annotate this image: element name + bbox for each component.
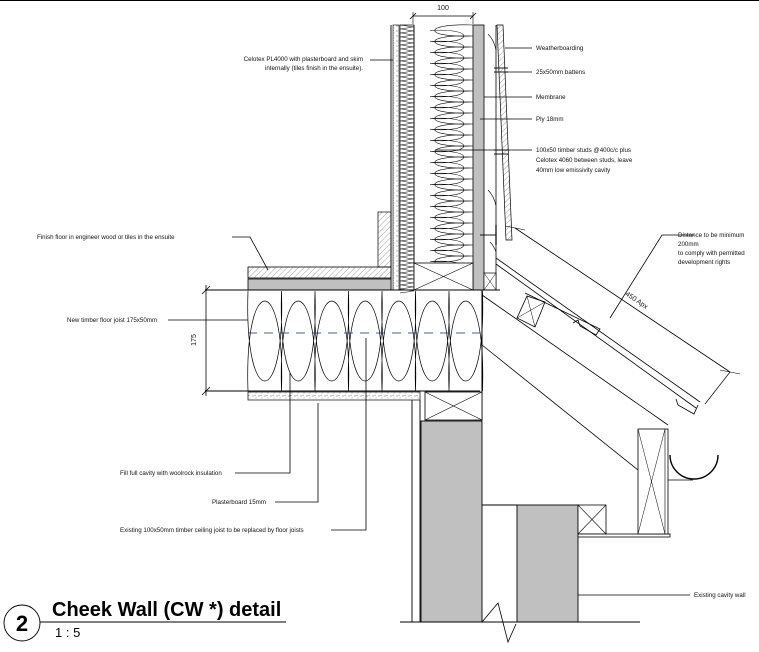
label-studs: 100x50 timber studs @400c/c plus [536, 147, 631, 154]
drawing-scale: 1 : 5 [55, 625, 80, 640]
label-studs-2: Celotex 4060 between studs, leave [536, 157, 633, 164]
label-fill-cavity: Fill full cavity with woolrock insulatio… [120, 470, 222, 477]
label-membrane: Membrane [536, 94, 566, 101]
cheek-wall [390, 24, 497, 294]
label-plasterboard: Plasterboard 15mm [212, 499, 266, 506]
label-distance-3: to comply with permitted [678, 250, 745, 257]
label-studs-3: 40mm low emissivity cavity [536, 167, 611, 174]
fascia-board [637, 428, 669, 535]
gutter [669, 454, 719, 480]
break-line [481, 602, 517, 644]
detail-number: 2 [16, 611, 28, 636]
detail-number-circle [3, 604, 41, 642]
label-distance-4: development rights [678, 259, 730, 266]
existing-masonry [400, 420, 719, 644]
plasterboard-ceiling [247, 391, 421, 401]
label-battens: 25x50mm battens [536, 69, 585, 76]
label-existing-joist: Existing 100x50mm timber ceiling joist t… [120, 527, 304, 534]
dimension-wall-thickness: 100 [409, 5, 477, 24]
title-block: 2 Cheek Wall (CW *) detail 1 : 5 [3, 599, 286, 642]
label-weatherboarding: Weatherboarding [536, 45, 584, 52]
label-finish-floor: Finish floor in engineer wood or tiles i… [37, 234, 175, 241]
label-floor-joist: New timber floor joist 175x50mm [67, 317, 157, 324]
label-ply: Ply 18mm [536, 116, 564, 123]
label-celotex-2: internally (tiles finish in the ensuite)… [265, 65, 363, 72]
floor-finish [247, 266, 392, 291]
label-celotex: Celotex PL4000 with plasterboard and ski… [244, 56, 363, 63]
floor-joist-zone [205, 289, 500, 622]
leader-lines [168, 47, 694, 596]
dimension-joist-depth: 175 [191, 285, 211, 396]
annotations: Celotex PL4000 with plasterboard and ski… [37, 45, 746, 599]
skirting [377, 211, 392, 268]
weatherboarding [494, 24, 513, 241]
floor-insulation [247, 290, 484, 392]
drawing-title: Cheek Wall (CW *) detail [52, 599, 281, 621]
dimension-label: 175 [191, 334, 198, 346]
stud-insulation [429, 24, 474, 274]
ply-sheathing [472, 24, 485, 291]
dimension-label: 100 [437, 5, 449, 12]
dimension-label: 450 Apx [624, 291, 649, 311]
label-distance: Distance to be minimum [678, 232, 744, 239]
label-distance-2: 200mm [678, 241, 699, 248]
label-cavity-wall: Existing cavity wall [694, 592, 746, 599]
